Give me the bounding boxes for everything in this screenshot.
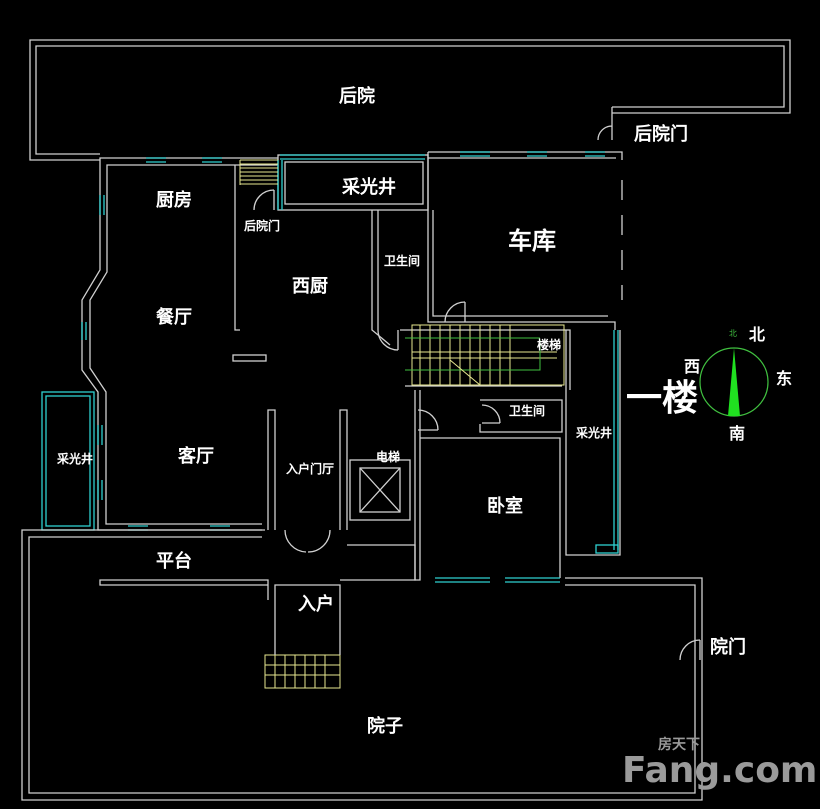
label-back-door-small: 后院门 [244,218,280,233]
watermark-cn: 房天下 [658,736,700,753]
label-living: 客厅 [178,445,214,467]
house-walls [81,151,623,600]
back-yard-walls [29,39,791,161]
label-light-well-left: 采光井 [56,451,93,466]
label-western-kitchen: 西厨 [292,276,328,297]
windows [41,151,619,583]
fang-watermark: 房天下 Fang.com [622,736,817,791]
label-platform: 平台 [156,550,192,572]
label-back-yard-door: 后院门 [634,123,688,145]
label-garage: 车库 [508,227,556,255]
doors [253,189,701,661]
floor-title: 一楼 [626,378,698,419]
label-yard-gate: 院门 [710,636,746,658]
compass-north: 北 [749,325,765,344]
compass: 北 [699,329,769,417]
label-bathroom-1: 卫生间 [384,253,420,268]
compass-west: 西 [684,357,700,376]
label-elevator: 电梯 [376,449,400,464]
label-back-yard: 后院 [339,85,375,107]
compass-east: 东 [776,369,792,388]
stairs [239,159,565,689]
label-light-well-right: 采光井 [575,425,612,440]
label-entry-hall: 入户门厅 [286,461,334,476]
compass-north-small: 北 [729,329,737,338]
label-light-well-top: 采光井 [341,176,396,198]
watermark-brand: Fang.com [622,750,817,791]
label-yard: 院子 [367,715,403,737]
label-bathroom-2: 卫生间 [509,403,545,418]
label-bedroom: 卧室 [487,495,523,517]
yard-walls [21,529,703,801]
label-stairs: 楼梯 [537,337,561,352]
label-entry: 入户 [298,593,334,615]
label-dining: 餐厅 [155,306,192,328]
compass-south: 南 [729,424,745,443]
label-kitchen: 厨房 [156,189,192,211]
